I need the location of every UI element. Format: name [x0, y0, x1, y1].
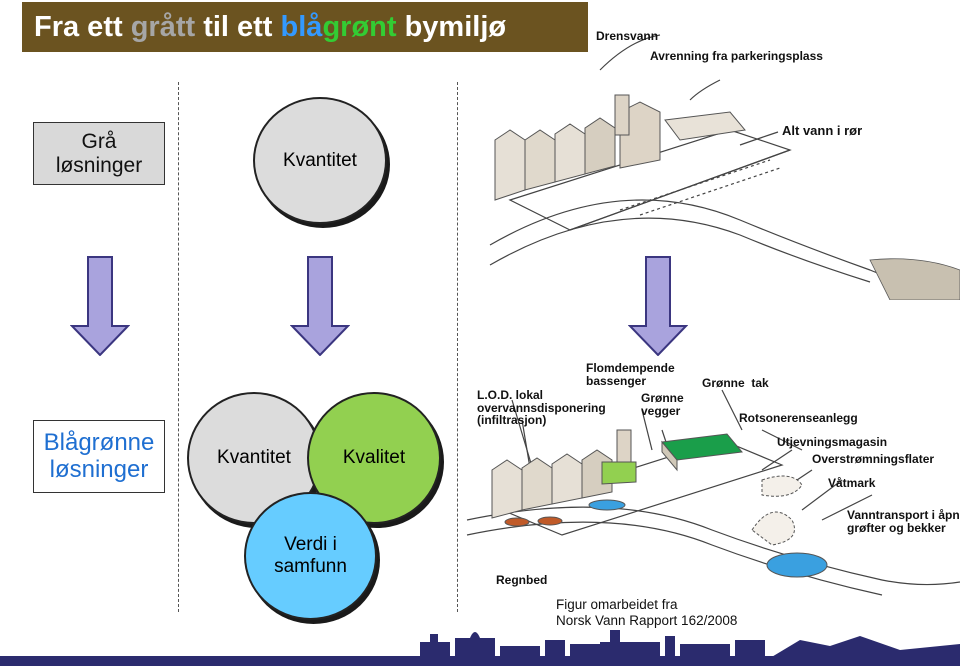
title-part-grey: grått [130, 10, 196, 43]
label-gronne-vegger: Grønne vegger [641, 391, 684, 418]
title-part-bluegreen: blågrønt [281, 11, 397, 44]
title-bar: Fra ett grått til ett blågrønt bymiljø [22, 2, 588, 52]
divider-2 [457, 82, 458, 612]
label-gronne-tak: Grønne tak [702, 376, 769, 390]
gray-city-illustration [489, 34, 960, 300]
title-part-5: bymiljø [396, 10, 507, 43]
quantity-circle-top: Kvantitet [253, 97, 387, 224]
label-utjevning: Utjevningsmagasin [777, 435, 888, 449]
divider-1 [178, 82, 179, 612]
bluegreen-solutions-box: Blågrønne løsninger [33, 420, 165, 493]
title-part-3: til ett [195, 10, 281, 43]
label-regnbed: Regnbed [496, 573, 548, 587]
label-lod: L.O.D. lokal overvannsdisponering (infil… [477, 388, 606, 428]
city-skyline-footer [0, 630, 960, 666]
label-vanntransport: Vanntransport i åpne grøfter og bekker [847, 508, 960, 535]
title-part-green: grønt [322, 10, 397, 43]
label-flomdempende: Flomdempende bassenger [586, 361, 675, 388]
gray-solutions-box: Grå løsninger [33, 122, 165, 185]
label-vatmark: Våtmark [828, 476, 876, 490]
value-circle: Verdi i samfunn [244, 492, 377, 620]
label-avrenning: Avrenning fra parkeringsplass [650, 49, 823, 63]
figure-caption: Figur omarbeidet fra Norsk Vann Rapport … [556, 597, 738, 628]
label-oversvomning: Overstrømningsflater [812, 452, 935, 466]
down-arrow-icon [70, 256, 130, 356]
title-part-1: Fra ett [34, 10, 131, 43]
label-drensvann: Drensvann [596, 29, 659, 43]
label-rotsone: Rotsonerenseanlegg [739, 411, 858, 425]
label-alt-vann: Alt vann i rør [782, 123, 863, 138]
title-part-blue: blå [280, 10, 323, 43]
down-arrow-icon [628, 256, 688, 356]
down-arrow-icon [290, 256, 350, 356]
bluegreen-city-illustration [466, 389, 960, 596]
